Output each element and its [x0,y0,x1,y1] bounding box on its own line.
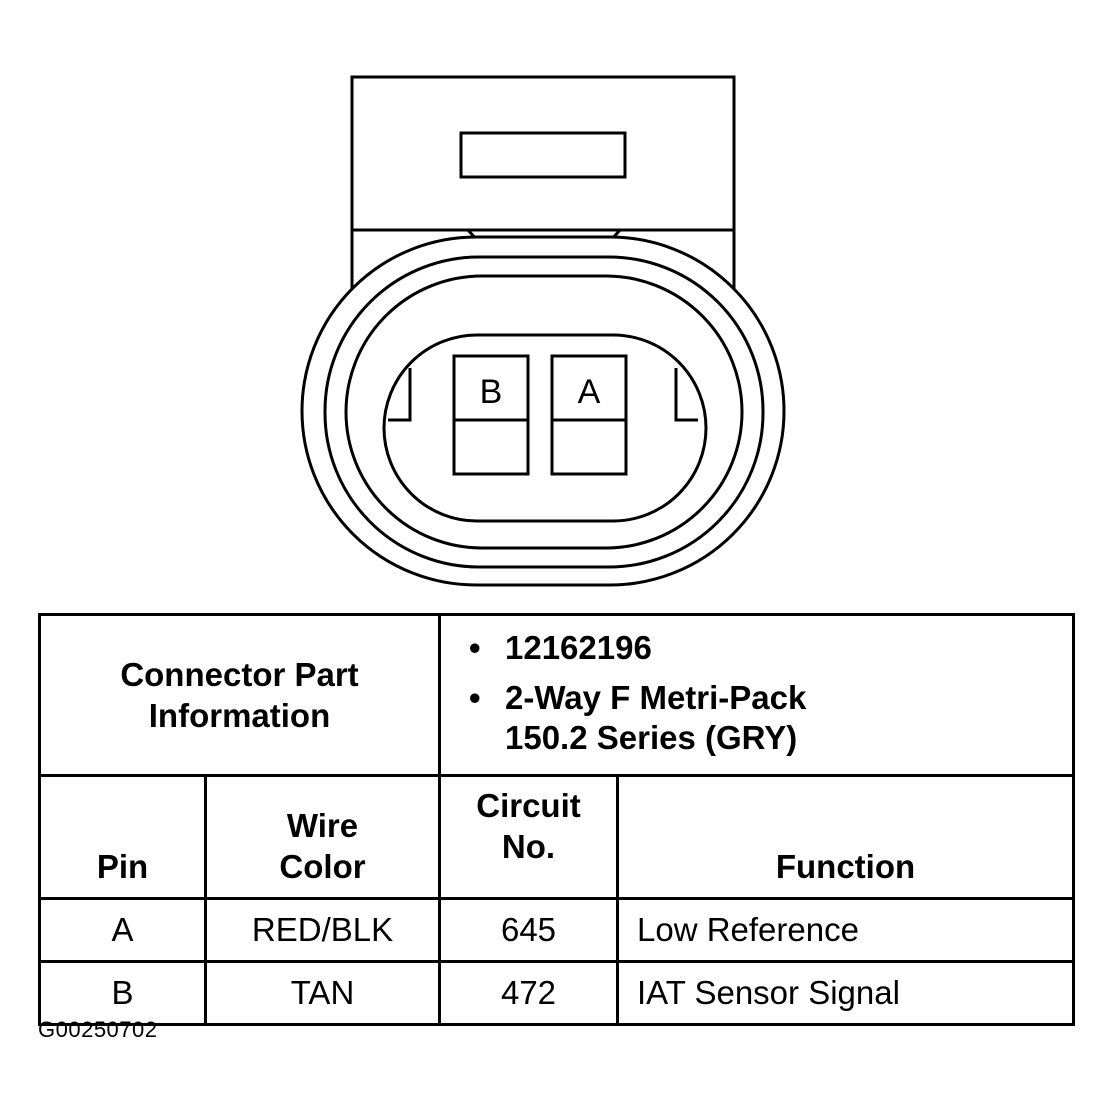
document-id: G00250702 [38,1017,158,1042]
wire-color-cell: RED/BLK [204,897,441,963]
connector-face-drawing: B A [300,75,786,587]
connector-type-item: 2-Way F Metri-Pack 150.2 Series (GRY) [469,676,1072,760]
lock-tab-window [459,131,627,179]
part-info-label: Connector Part Information [38,613,441,777]
connector-shell-inner-rim [344,274,744,550]
circuit-cell: 645 [438,897,619,963]
right-key [674,368,698,422]
connector-shell-rim [323,255,765,569]
function-cell: IAT Sensor Signal [616,960,1075,1026]
part-info-values: 12162196 2-Way F Metri-Pack 150.2 Series… [438,613,1075,777]
left-key [388,368,412,422]
circuit-cell: 472 [438,960,619,1026]
pin-column-header: Pin [38,774,207,900]
part-info-row: Connector Part Information 12162196 2-Wa… [38,613,1075,777]
function-cell: Low Reference [616,897,1075,963]
circuit-column-header: Circuit No. [438,774,619,900]
part-info-label-line1: Connector Part [120,656,359,693]
part-number-item: 12162196 [469,626,1072,670]
table-row: A RED/BLK 645 Low Reference [38,897,1075,963]
connector-info-table: Connector Part Information 12162196 2-Wa… [38,613,1075,1026]
wire-color-cell: TAN [204,960,441,1026]
function-column-header: Function [616,774,1075,900]
wire-color-column-header: Wire Color [204,774,441,900]
column-header-row: Pin Wire Color Circuit No. Function [38,774,1075,900]
pin-cell: A [38,897,207,963]
connector-cavity [382,333,708,523]
connector-outer-shell [300,235,786,587]
terminal-b [452,354,530,476]
table-row: B TAN 472 IAT Sensor Signal [38,960,1075,1026]
terminal-a [550,354,628,476]
part-info-label-line2: Information [148,697,331,734]
terminal-a-label: A [578,373,601,411]
terminal-b-label: B [480,373,503,411]
pin-cell: B [38,960,207,1026]
